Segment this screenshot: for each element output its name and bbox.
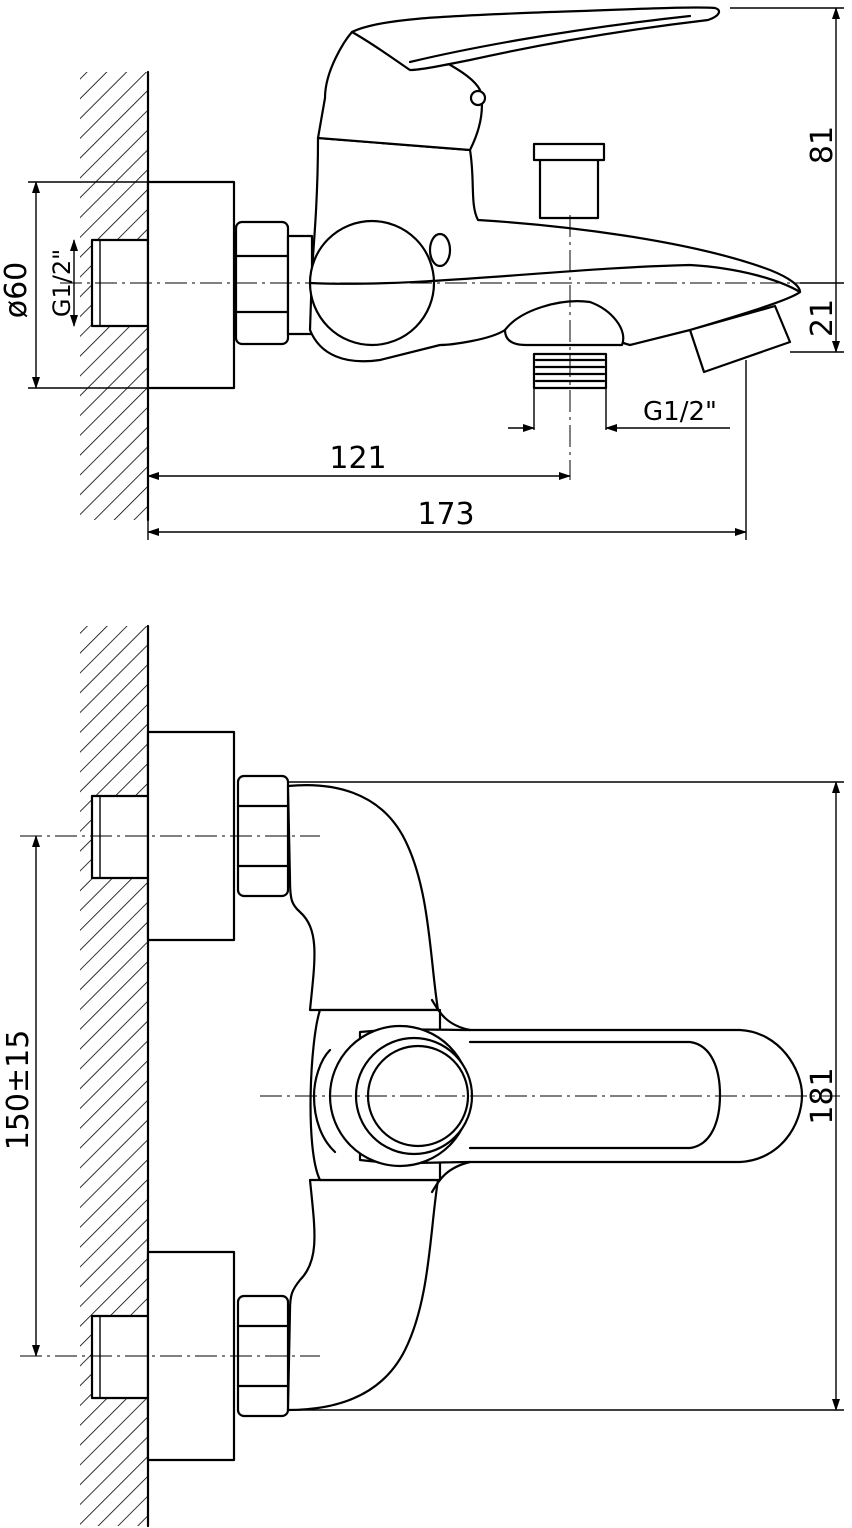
mixer-body-front [286, 784, 804, 1412]
dim-thread-wall: G1/2" [48, 239, 78, 327]
dim-173-label: 173 [417, 497, 474, 532]
wall-hatch-top [80, 70, 150, 522]
wall-flange-side [146, 180, 236, 390]
dim-total-length: 173 [147, 360, 747, 540]
dim-diameter-label: ø60 [0, 262, 34, 319]
dim-thread-outlet: G1/2" [508, 397, 730, 432]
diverter-knob-side [532, 142, 606, 220]
dim-height-side: 81 21 [730, 7, 844, 353]
side-view: 81 21 ø60 G1/2" G1/2" 121 [0, 6, 844, 540]
dim-81-label: 81 [805, 126, 840, 164]
dim-total-height: 181 [288, 781, 844, 1411]
dim-thread-wall-label: G1/2" [48, 249, 76, 317]
dim-center-distance: 150±15 [1, 835, 40, 1357]
dim-outlet-distance: 121 [147, 441, 571, 480]
front-view: 150±15 181 [1, 624, 844, 1528]
dim-diameter: ø60 [0, 181, 148, 389]
dim-21-label: 21 [805, 299, 840, 337]
lower-connection [146, 1250, 290, 1462]
outlet-thread-side [503, 300, 625, 430]
spout-nozzle-side [688, 304, 792, 374]
dim-thread-outlet-label: G1/2" [643, 397, 717, 427]
wall-hatch-bottom [80, 624, 150, 1528]
dim-181-label: 181 [805, 1067, 840, 1124]
dim-150-label: 150±15 [1, 1030, 36, 1151]
upper-connection [146, 730, 290, 942]
dim-121-label: 121 [329, 441, 386, 476]
